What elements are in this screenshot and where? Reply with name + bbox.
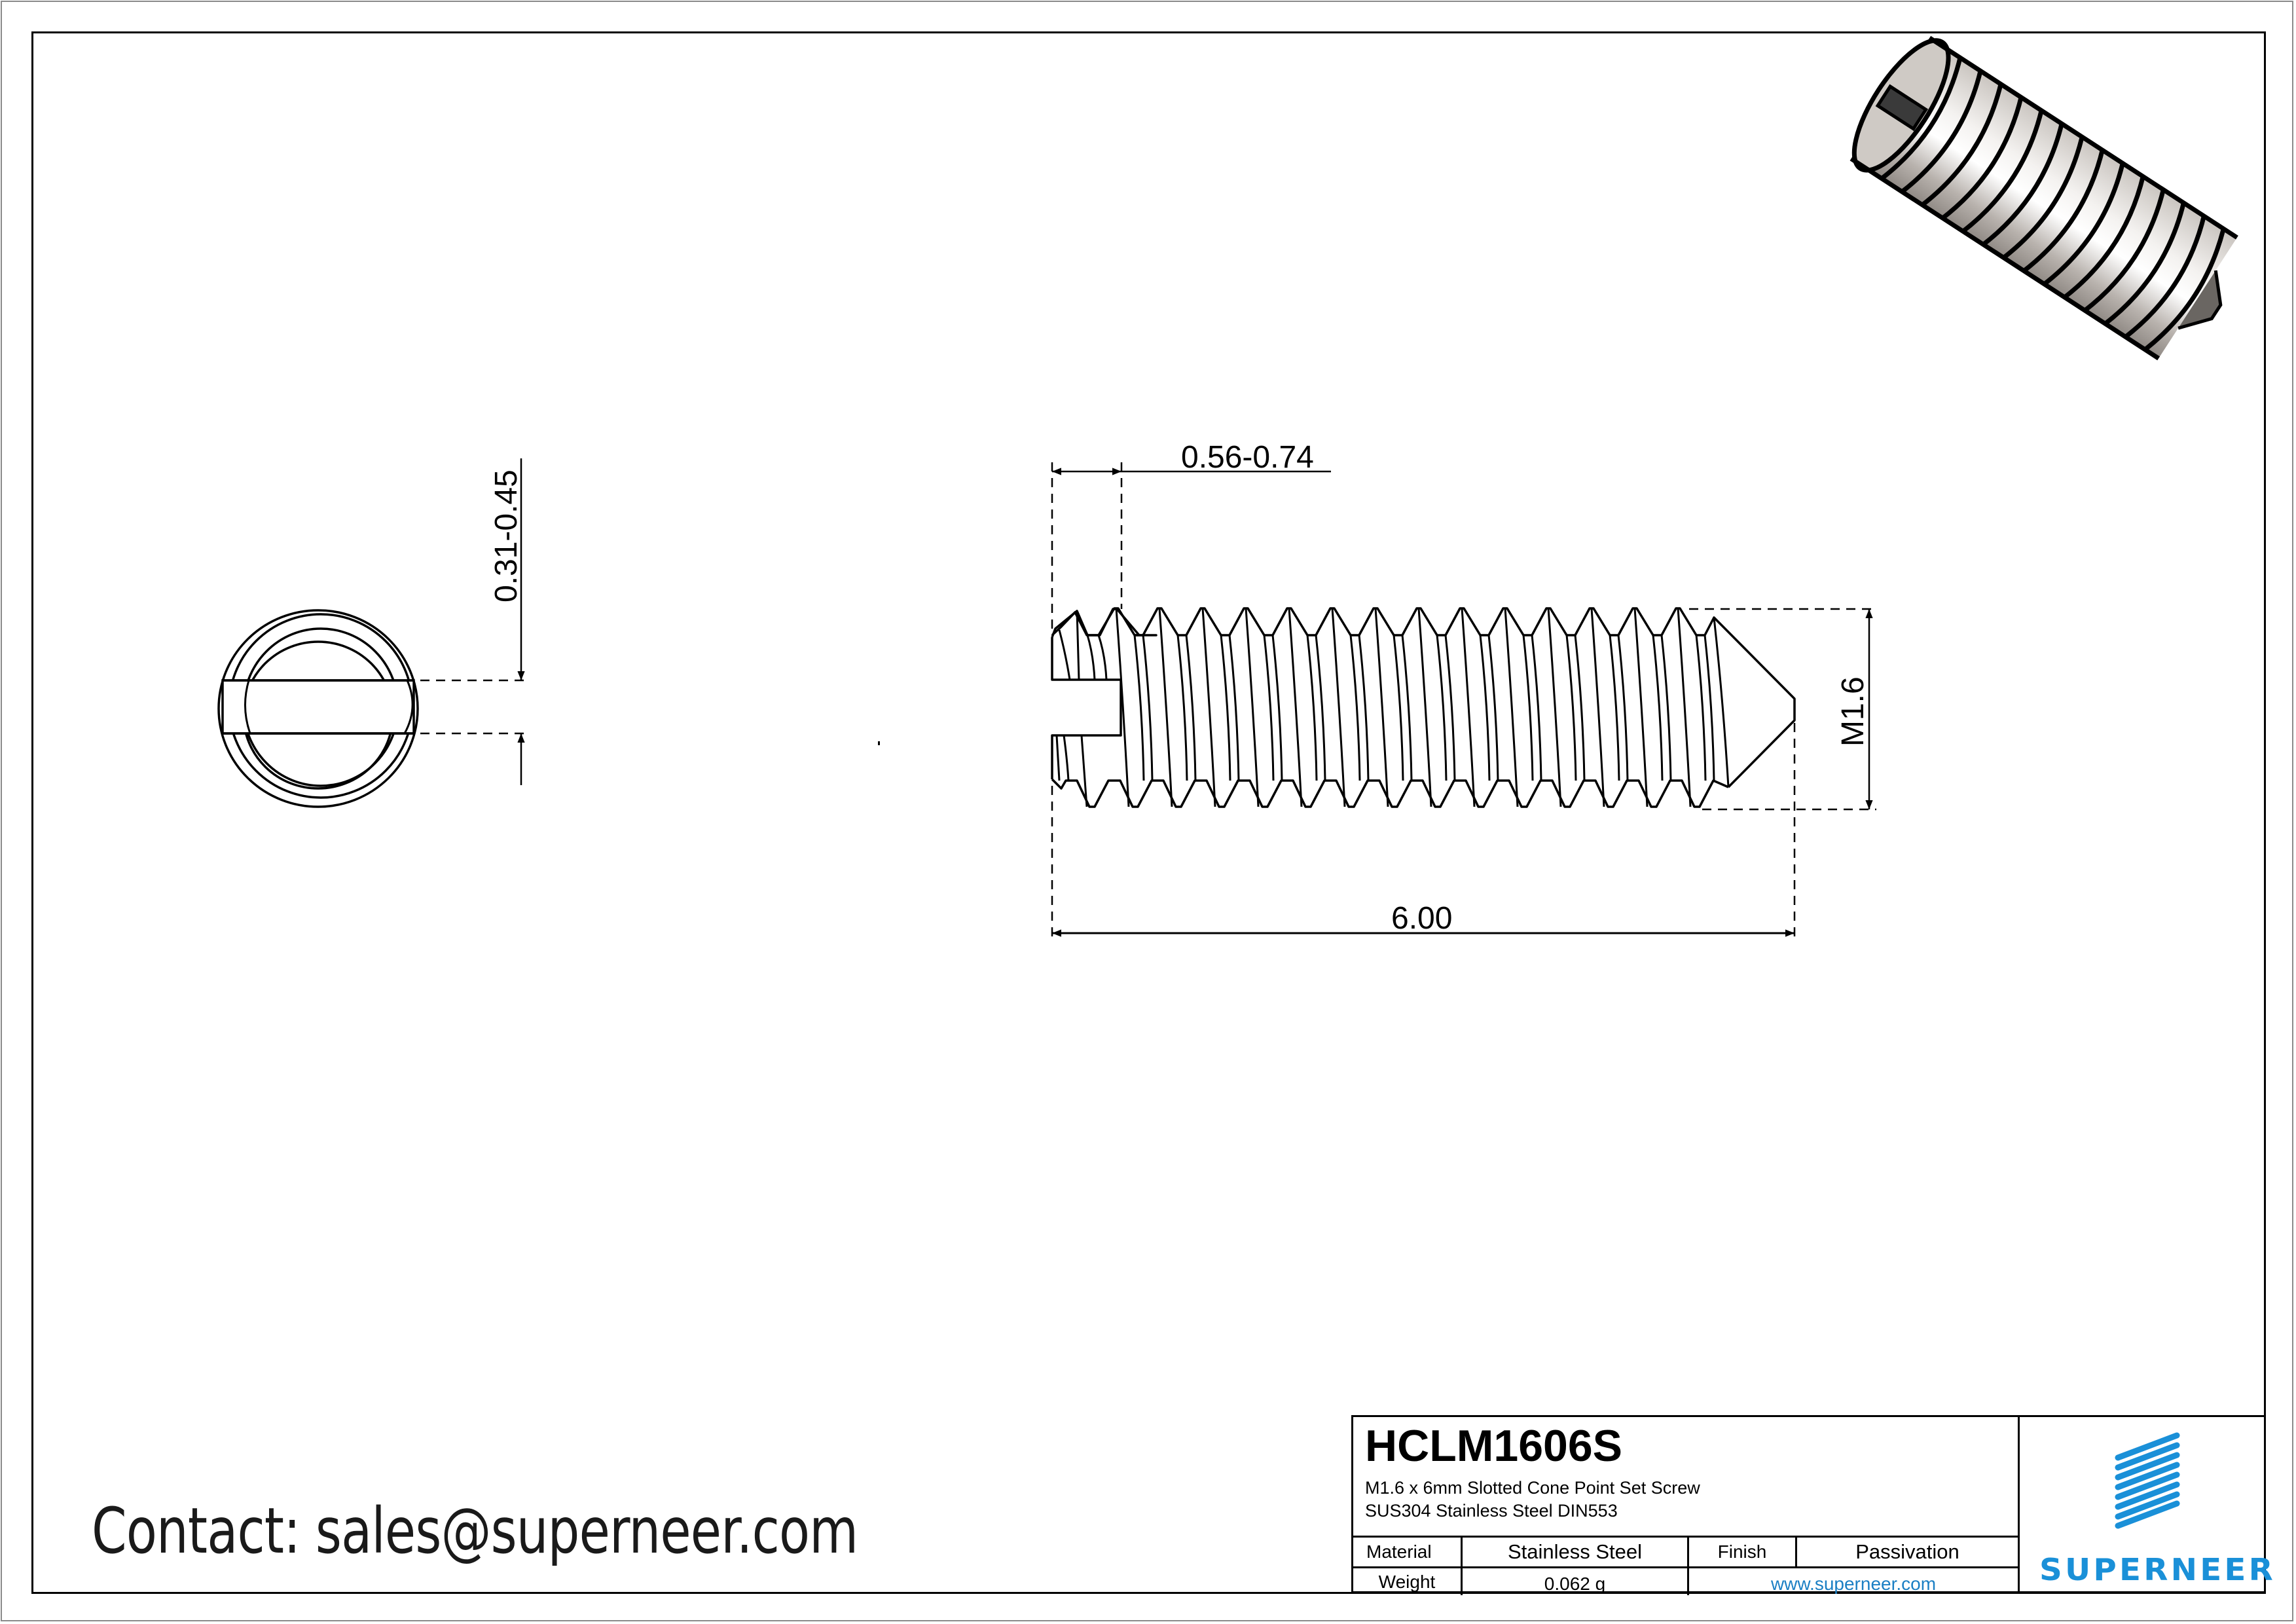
slot-depth-label: 0.56-0.74 [1181, 440, 1314, 475]
weight-value: 0.062 g [1463, 1568, 1689, 1595]
thread-bottom-profile [1051, 778, 1729, 808]
description-line-2: SUS304 Stainless Steel DIN553 [1365, 1501, 1618, 1521]
end-view [217, 609, 419, 808]
slot-width-label: 0.31-0.45 [489, 470, 524, 602]
side-view [1051, 607, 1796, 808]
weight-label: Weight [1353, 1568, 1463, 1595]
part-number: HCLM1606S [1365, 1421, 1623, 1471]
description-line-1: M1.6 x 6mm Slotted Cone Point Set Screw [1365, 1478, 1700, 1498]
stray-mark [878, 741, 880, 745]
length-label: 6.00 [1391, 901, 1452, 936]
slot-width-dimension [420, 458, 529, 785]
material-value: Stainless Steel [1463, 1538, 1689, 1566]
slot-depth-dimension [1051, 462, 1331, 634]
thread-flank-lines [1055, 608, 1730, 807]
thread-size-label: M1.6 [1836, 676, 1870, 747]
finish-value: Passivation [1855, 1540, 1959, 1563]
company-logo: SUPERNEER [2020, 1417, 2273, 1591]
properties-row-weight: Weight 0.062 g www.superneer.com [1353, 1568, 2018, 1595]
material-label: Material [1353, 1538, 1463, 1566]
logo-stripes-icon [2115, 1432, 2180, 1529]
drawing-border [31, 31, 2266, 1594]
length-dimension [1051, 723, 1796, 943]
slot-outline [1051, 637, 1122, 779]
title-block-info: HCLM1606S M1.6 x 6mm Slotted Cone Point … [1353, 1417, 2020, 1595]
isometric-screw-render [1850, 35, 2238, 361]
title-block: HCLM1606S M1.6 x 6mm Slotted Cone Point … [1351, 1415, 2273, 1595]
thread-size-dimension [1689, 608, 1876, 811]
contact-email: Contact: sales@superneer.com [92, 1494, 858, 1568]
finish-label: Finish [1689, 1538, 1797, 1566]
properties-row-material: Material Stainless Steel Finish Passivat… [1353, 1538, 2018, 1568]
logo-wordmark: SUPERNEER [2039, 1552, 2276, 1587]
website-link[interactable]: www.superneer.com [1770, 1573, 1937, 1594]
properties-table: Material Stainless Steel Finish Passivat… [1353, 1536, 2018, 1595]
